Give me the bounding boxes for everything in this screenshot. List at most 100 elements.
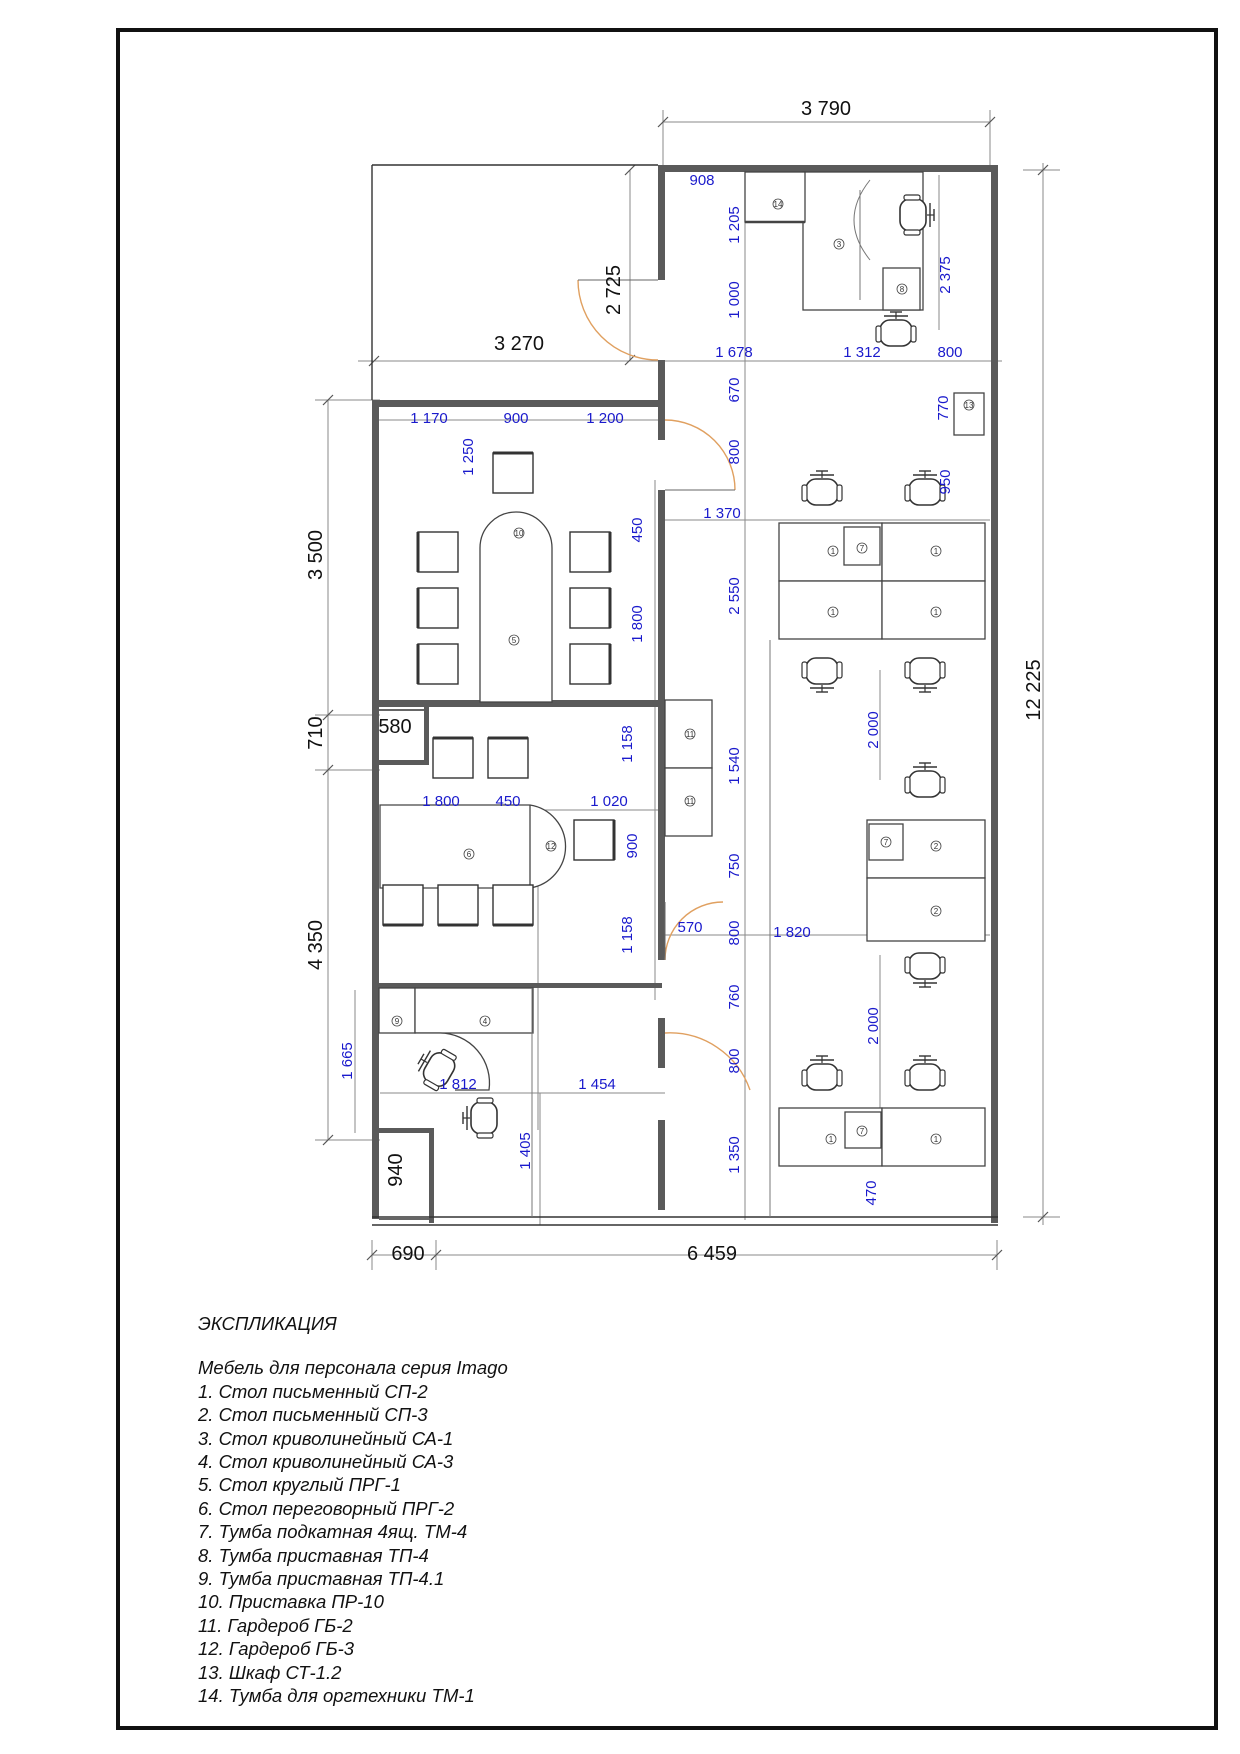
dim-1820: 1 820 [773,924,811,941]
partitions [531,179,871,1217]
dim-940: 940 [385,1153,407,1186]
dim-1405: 1 405 [517,1132,534,1170]
marker-3: 3 [837,240,842,249]
marker-1: 1 [934,1135,939,1144]
dim-1800a: 1 800 [629,605,646,643]
dim-small-gap: 710 [305,716,327,749]
marker-8: 8 [900,285,905,294]
thin-walls [371,164,998,1226]
dim-1000: 1 000 [726,281,743,319]
dim-2000b: 2 000 [865,1007,882,1045]
legend-item: 1. Стол письменный СП-2 [198,1380,428,1402]
dim-left-room-width: 3 270 [494,333,544,355]
dim-800b: 800 [726,439,743,464]
legend-item: 9. Тумба приставная ТП-4.1 [198,1568,445,1590]
legend-item: 7. Тумба подкатная 4ящ. ТМ-4 [198,1521,468,1543]
legend-series: Мебель для персонала серия Imago [198,1357,508,1379]
legend-item: 10. Приставка ПР-10 [198,1591,384,1613]
tick-marks [322,116,1049,1261]
dim-1020: 1 020 [590,793,628,810]
marker-11: 11 [686,797,695,806]
dim-950: 950 [937,469,954,494]
legend-item: 11. Гардероб ГБ-2 [198,1614,353,1636]
door-leaves [578,279,735,960]
marker-5: 5 [512,636,517,645]
dim-1250: 1 250 [460,438,477,476]
dim-1800b: 1 800 [422,793,460,810]
marker-2: 2 [934,907,939,916]
drawing-frame [116,28,1218,1730]
marker-1: 1 [934,608,939,617]
dim-470: 470 [863,1180,880,1205]
dim-800a: 800 [937,344,962,361]
marker-10: 10 [515,529,524,538]
dim-750: 750 [726,853,743,878]
dim-vestibule-height: 2 725 [603,265,625,315]
doors [577,279,751,1091]
legend-item: 13. Шкаф СТ-1.2 [198,1661,342,1683]
legend-item: 3. Стол криволинейный СА-1 [198,1427,454,1449]
dim-760: 760 [726,984,743,1009]
dim-1350: 1 350 [726,1136,743,1174]
dim-1170: 1 170 [410,410,448,427]
marker-13: 13 [965,401,974,410]
legend-item: 4. Стол криволинейный СА-3 [198,1451,454,1473]
dim-2550: 2 550 [726,577,743,615]
dim-900a: 900 [503,410,528,427]
furniture [378,171,986,1167]
legend-item: 5. Стол круглый ПРГ-1 [198,1474,401,1496]
dim-1205: 1 205 [726,206,743,244]
dim-1200: 1 200 [586,410,624,427]
dim-1158a: 1 158 [619,725,636,763]
dim-1812: 1 812 [439,1076,477,1093]
overall-dimensions: 3 790 3 270 2 725 12 225 3 500 710 4 350… [305,98,1045,1265]
marker-7: 7 [860,544,865,553]
marker-11: 11 [686,730,695,739]
marker-2: 2 [934,842,939,851]
dim-bottom-left: 690 [391,1243,424,1265]
dim-1665: 1 665 [339,1042,356,1080]
dim-bottom-total: 6 459 [687,1243,737,1265]
dim-670: 670 [726,377,743,402]
dim-770: 770 [935,395,952,420]
marker-1: 1 [829,1135,834,1144]
dim-1454: 1 454 [578,1076,616,1093]
dim-1678: 1 678 [715,344,753,361]
marker-1: 1 [934,547,939,556]
legend: ЭКСПЛИКАЦИЯ Мебель для персонала серия I… [198,1312,508,1708]
dim-1370: 1 370 [703,505,741,522]
dim-2375: 2 375 [937,256,954,294]
marker-4: 4 [483,1017,488,1026]
marker-12: 12 [547,842,556,851]
marker-6: 6 [467,850,472,859]
legend-item: 14. Тумба для оргтехники ТМ-1 [198,1685,475,1707]
dim-900b: 900 [624,833,641,858]
marker-14: 14 [774,200,783,209]
dim-top-overall: 3 790 [801,98,851,120]
legend-item: 2. Стол письменный СП-3 [198,1404,428,1426]
item-markers: 14 3 8 13 10 1 7 1 1 1 5 11 11 12 6 7 2 … [391,198,975,1145]
marker-7: 7 [884,838,889,847]
dim-1158b: 1 158 [619,916,636,954]
blue-dimensions: 908 1 205 1 000 2 375 1 678 1 312 800 67… [339,172,963,1206]
legend-item: 8. Тумба приставная ТП-4 [198,1544,429,1566]
dim-1540: 1 540 [726,747,743,785]
dim-right-total-height: 12 225 [1023,659,1045,720]
marker-1: 1 [831,547,836,556]
legend-item: 6. Стол переговорный ПРГ-2 [198,1497,455,1519]
marker-9: 9 [395,1017,400,1026]
extension-lines [315,110,1060,1270]
legend-item: 12. Гардероб ГБ-3 [198,1638,355,1660]
dim-450b: 450 [495,793,520,810]
marker-7: 7 [860,1127,865,1136]
dim-580: 580 [378,716,411,738]
dim-lower-block-height: 4 350 [305,920,327,970]
dim-450a: 450 [629,517,646,542]
dim-908: 908 [689,172,714,189]
legend-title: ЭКСПЛИКАЦИЯ [198,1313,337,1334]
walls [372,165,998,1223]
dim-1312: 1 312 [843,344,881,361]
marker-1: 1 [831,608,836,617]
dim-2000a: 2 000 [865,711,882,749]
